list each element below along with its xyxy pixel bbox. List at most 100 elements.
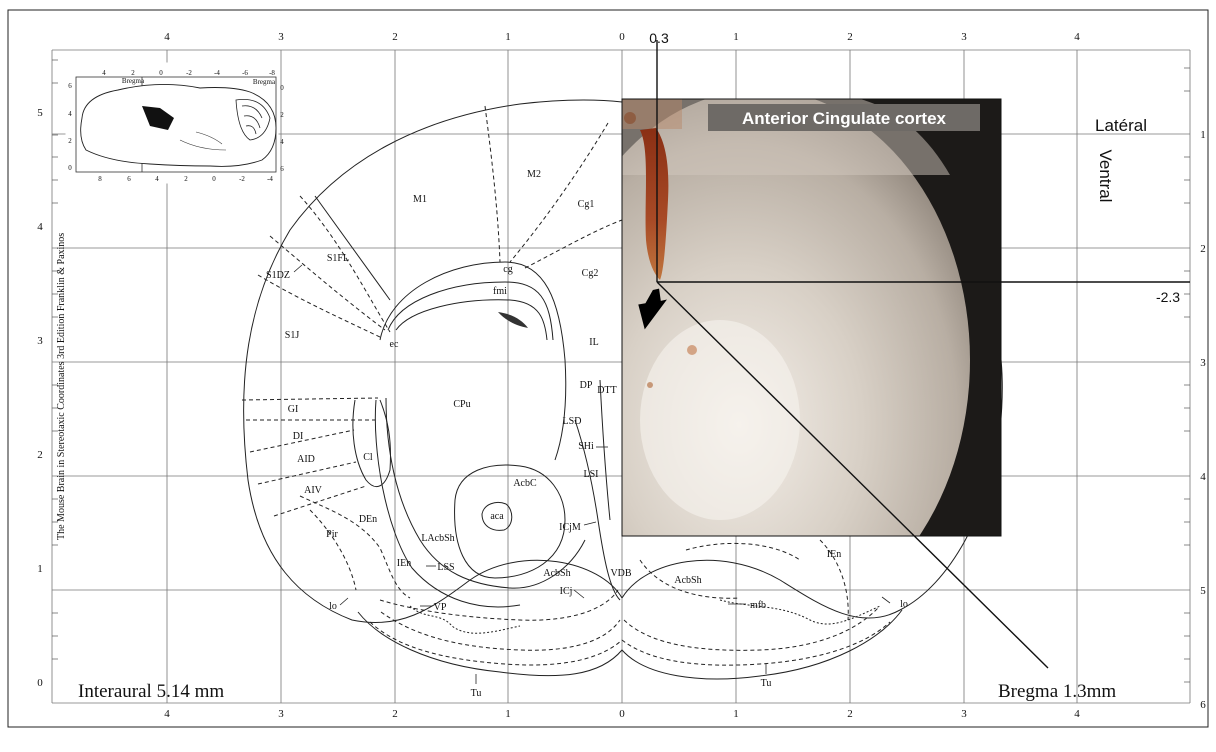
top-tick: 4 [1074,31,1080,43]
inset-bottom-tick: -2 [239,175,245,183]
inset-bottom-tick: 6 [127,175,131,183]
region-label: aca [490,511,504,522]
region-label: M1 [413,194,427,205]
axis-minor-ticks [52,59,1190,683]
inset-bottom-tick: 2 [184,175,188,183]
region-label: AcbSh [674,575,701,586]
lateral-label: Latéral [1095,116,1147,135]
coronal-section [241,99,1003,680]
region-label: CPu [453,399,470,410]
region-label: Cl [363,452,373,463]
top-tick: 1 [733,31,739,43]
region-label: LSI [584,469,599,480]
region-label: ICj [560,586,573,597]
inset-top-tick: 0 [159,69,163,77]
atlas-credit: The Mouse Brain in Stereotaxic Coordinat… [56,233,67,540]
region-label: fmi [493,286,507,297]
left-axis-ticks: 5 4 3 2 1 0 [37,107,43,689]
region-label: DTT [597,385,616,396]
sagittal-inset: 4 2 0 -2 -4 -6 -8 8 6 4 2 0 -2 -4 6 4 2 … [65,62,284,184]
region-label: Tu [761,678,772,689]
left-tick: 3 [37,335,43,347]
inset-top-tick: -6 [242,69,248,77]
inset-left-tick: 4 [68,110,72,118]
coordinate-lines [656,40,1190,669]
inset-left-tick: 6 [68,82,72,90]
lateral-ventricle [498,312,528,328]
inset-right-tick: 4 [280,138,284,146]
ventral-label: Ventral [1096,150,1115,203]
region-label: lo [900,599,908,610]
bottom-axis-ticks: 4 3 2 1 0 1 2 3 4 [164,708,1080,720]
region-label: VP [434,602,447,613]
region-label: SHi [578,441,594,452]
region-label: GI [288,404,299,415]
region-label: DEn [359,514,377,525]
coord-lateral: 0.3 [649,30,669,46]
inset-right-tick: 6 [280,165,284,173]
bottom-tick: 4 [1074,708,1080,720]
region-label: S1J [285,330,300,341]
region-label: LAcbSh [421,533,454,544]
region-label: IEn [827,549,841,560]
region-label: Pir [326,529,338,540]
region-label: cg [503,264,512,275]
region-label: LSD [563,416,582,427]
region-label: S1FL [327,253,349,264]
region-label: ec [390,339,399,350]
lesion-arrow-icon [638,288,667,330]
inset-top-tick: 2 [131,69,135,77]
photo-title: Anterior Cingulate cortex [742,109,947,128]
coord-ventral: -2.3 [1156,289,1180,305]
region-label: Cg1 [578,199,595,210]
inset-bottom-tick: 0 [212,175,216,183]
right-tick: 3 [1200,357,1206,369]
region-label: LSS [437,562,454,573]
region-label: IL [589,337,598,348]
inset-right-tick: 2 [280,111,284,119]
region-label: DI [293,431,304,442]
inset-top-tick: -2 [186,69,192,77]
region-label: S1DZ [266,270,290,281]
region-label: AcbC [513,478,537,489]
right-tick: 1 [1200,129,1206,141]
inset-top-tick: -8 [269,69,275,77]
bottom-tick: 2 [847,708,853,720]
inset-bottom-tick: 8 [98,175,102,183]
bottom-tick: 3 [961,708,967,720]
region-label: IEn [397,558,411,569]
region-label: lo [329,601,337,612]
region-label: ICjM [559,522,581,533]
region-labels: M1 M2 Cg1 Cg2 S1FL S1DZ S1J cg fmi ec IL… [266,169,908,699]
top-tick: 4 [164,31,170,43]
photo-title-box: Anterior Cingulate cortex [708,104,980,131]
histology-photo [621,98,1002,537]
top-tick: 1 [505,31,511,43]
inset-top-tick: -4 [214,69,220,77]
bottom-tick: 4 [164,708,170,720]
right-tick: 5 [1200,585,1206,597]
interaural-label: Interaural 5.14 mm [78,681,224,702]
top-tick: 2 [392,31,398,43]
label-leaders [293,264,891,684]
region-label: VDB [610,568,631,579]
right-axis-ticks: 1 2 3 4 5 6 [1200,129,1206,711]
bottom-tick: 0 [619,708,625,720]
right-tick: 2 [1200,243,1206,255]
inset-bregma-left: Bregma [122,77,145,85]
top-tick: 3 [961,31,967,43]
right-tick: 4 [1200,471,1206,483]
top-tick: 2 [847,31,853,43]
inset-bregma-right: Bregma [253,78,276,86]
left-tick: 4 [37,221,43,233]
bottom-tick: 1 [733,708,739,720]
region-label: Cg2 [582,268,599,279]
inset-left-tick: 0 [68,164,72,172]
inset-left-tick: 2 [68,137,72,145]
left-tick: 5 [37,107,43,119]
bottom-tick: 2 [392,708,398,720]
bottom-tick: 1 [505,708,511,720]
left-tick: 1 [37,563,43,575]
